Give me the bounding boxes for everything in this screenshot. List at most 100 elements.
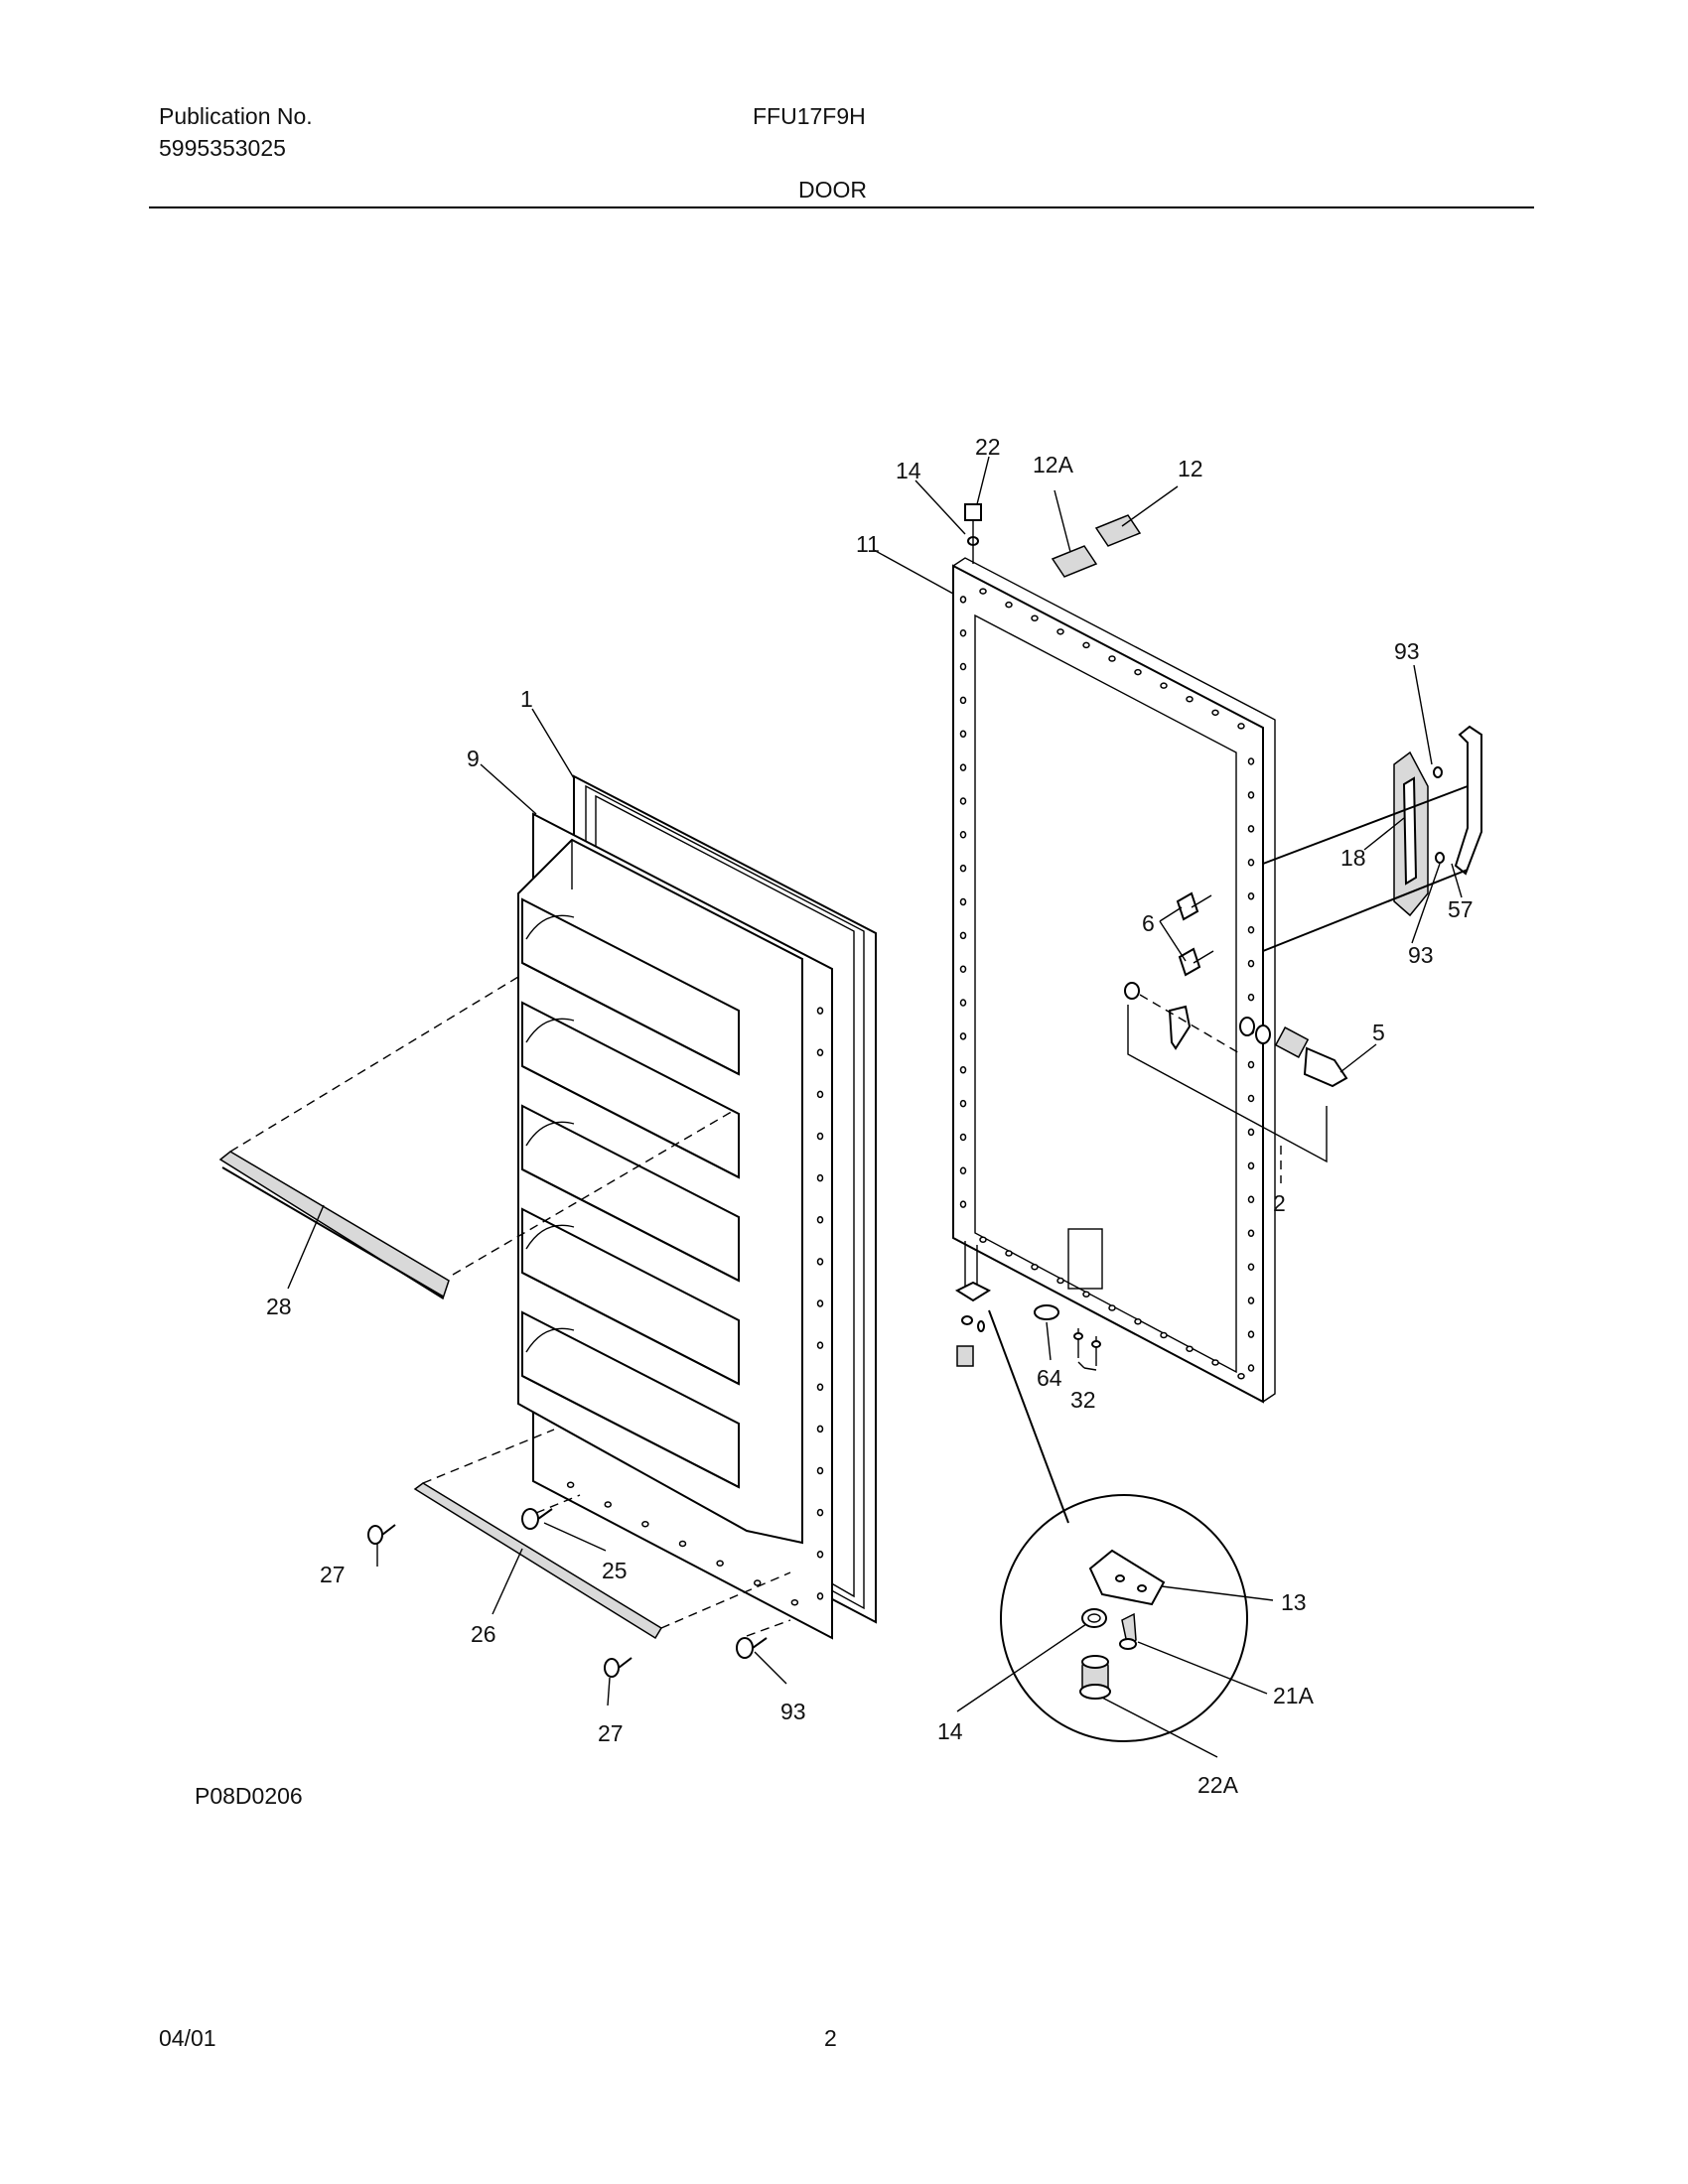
handle-screw-93-top [1433,766,1443,778]
panel-hole [1160,682,1168,689]
panel-hole [1237,1373,1245,1380]
outer-door-panel [952,557,1276,1404]
header-rule [149,206,1534,208]
callout-27-upper: 27 [320,1562,346,1587]
detail-bushing-22a [1079,1655,1111,1700]
lock-bracket-lower [1178,947,1201,977]
panel-hole [1056,1277,1064,1285]
hinge-bushing-22 [964,503,982,564]
callout-93-top: 93 [1394,638,1420,664]
panel-hole [1247,825,1255,833]
panel-hole [1247,1297,1255,1304]
liner-hole [816,1173,824,1182]
callout-26: 26 [471,1621,496,1647]
callout-22a: 22A [1197,1772,1239,1798]
model-number: FFU17F9H [753,103,866,129]
panel-hole [1247,1195,1255,1204]
panel-hole [1031,614,1039,621]
detail-circle [1000,1494,1248,1742]
liner-hole [566,1481,575,1488]
panel-hole [1247,1161,1255,1170]
callout-57: 57 [1448,896,1474,922]
washer-64 [1034,1304,1059,1320]
callout-11: 11 [856,531,880,557]
section-title: DOOR [798,177,867,203]
panel-hole [979,588,987,595]
panel-hole [1211,1359,1219,1366]
door-shelves [517,838,803,1545]
panel-hole [959,1166,967,1175]
screw-27-upper [367,1524,396,1545]
panel-hole [1005,601,1013,609]
callout-25: 25 [602,1558,628,1583]
panel-hole [959,897,967,906]
panel-hole [959,931,967,940]
callout-22: 22 [975,434,1001,460]
panel-hole [1108,1304,1116,1311]
panel-hole [1134,668,1142,676]
panel-hole [1082,641,1090,649]
panel-hole [959,797,967,805]
liner-hole [816,1508,824,1517]
lock-cylinder-5 [1239,1017,1348,1088]
callout-64: 64 [1037,1365,1062,1391]
figure-id: P08D0206 [195,1783,303,1809]
lock-cam [1124,982,1242,1055]
panel-hole [1186,1345,1194,1352]
callout-9: 9 [467,746,480,771]
panel-hole [1247,757,1255,765]
panel-hole [1005,1250,1013,1257]
publication-number: 5995353025 [159,135,286,161]
liner-hole [816,1551,824,1559]
panel-hole [959,696,967,705]
callout-1: 1 [520,686,533,712]
panel-hole [1247,1364,1255,1372]
callout-leaders [287,456,1463,1758]
panel-hole [1031,1264,1039,1271]
hinge-shim-12a [1051,545,1098,578]
liner-hole [678,1540,687,1548]
footer-date: 04/01 [159,2025,216,2051]
liner-hole [816,1007,824,1015]
liner-hole [816,1592,824,1600]
callout-12: 12 [1178,456,1203,481]
panel-hole [959,662,967,671]
publication-label: Publication No. [159,103,313,129]
panel-hole [1186,696,1194,703]
panel-hole [1134,1318,1142,1325]
panel-hole [1247,1094,1255,1103]
liner-hole [816,1216,824,1224]
panel-hole [1247,859,1255,867]
screws-32 [1073,1328,1101,1366]
callout-27-lower: 27 [598,1720,624,1746]
panel-hole [959,999,967,1007]
screw-27-lower [604,1657,633,1678]
panel-hole [959,1200,967,1208]
panel-hole [959,763,967,771]
panel-hole [959,965,967,973]
panel-hole [1247,925,1255,934]
panel-hole [1247,993,1255,1002]
liner-hole [816,1383,824,1391]
callout-14-top: 14 [896,458,921,483]
panel-hole [1247,1128,1255,1137]
liner-hole [641,1521,649,1528]
door-handle [1393,751,1429,917]
panel-hole [1247,959,1255,968]
lock-bracket-upper [1176,891,1199,921]
panel-hole [959,628,967,637]
screw-25 [521,1508,553,1530]
liner-hole [816,1425,824,1433]
liner-hole [716,1560,724,1567]
panel-screw-holes [959,588,1255,1380]
callout-5: 5 [1372,1020,1385,1045]
callout-18: 18 [1340,845,1366,871]
callout-93-mid: 93 [1408,942,1434,968]
panel-hole [1108,655,1116,662]
panel-hole [1056,628,1064,635]
callout-2: 2 [1273,1190,1286,1216]
liner-hole [816,1299,824,1307]
callout-6: 6 [1142,910,1155,936]
bottom-hinge [954,1241,992,1367]
